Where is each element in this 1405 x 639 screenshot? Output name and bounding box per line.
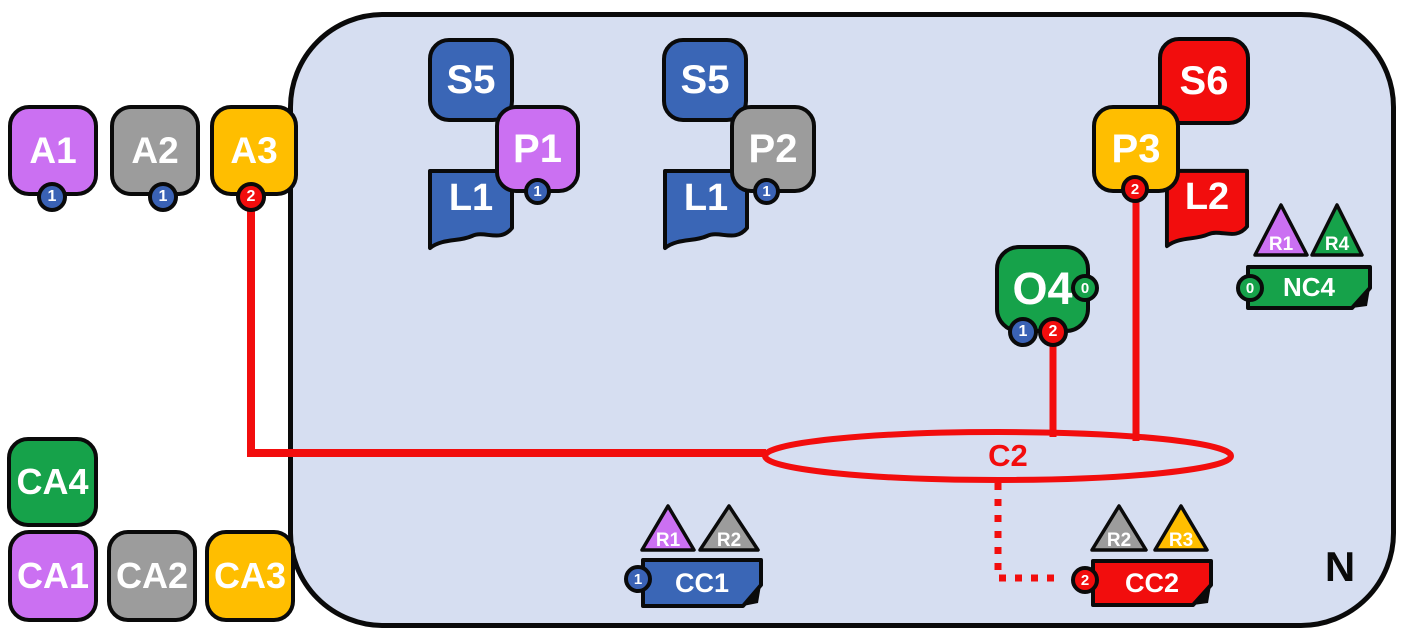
svg-text:R2: R2 bbox=[1107, 530, 1131, 551]
banner-fold bbox=[1352, 288, 1370, 308]
node-l1b: L1 bbox=[662, 168, 750, 252]
node-l1a-label: L1 bbox=[448, 176, 494, 219]
node-p2-badge: 1 bbox=[753, 178, 780, 205]
node-p1: P1 bbox=[495, 105, 580, 193]
node-l1a: L1 bbox=[427, 168, 515, 252]
node-p2: P2 bbox=[730, 105, 816, 193]
node-cc1-badge: 1 bbox=[624, 565, 652, 593]
node-p2-label: P2 bbox=[748, 126, 798, 171]
node-s5b: S5 bbox=[662, 38, 748, 122]
node-o4-badge-1: 1 bbox=[1008, 317, 1038, 347]
node-a3-label: A3 bbox=[230, 129, 278, 171]
node-a1-badge: 1 bbox=[37, 182, 67, 212]
node-p1-label: P1 bbox=[513, 126, 562, 171]
flag-shape bbox=[428, 169, 514, 250]
connector-c2-cc2-dotted bbox=[994, 483, 1062, 582]
banner-fold bbox=[1193, 585, 1211, 605]
resource-cc2-r2: R2 bbox=[1089, 502, 1149, 554]
flag-shape bbox=[1164, 168, 1250, 249]
svg-text:R1: R1 bbox=[1269, 234, 1294, 255]
node-o4: O4 bbox=[995, 245, 1090, 333]
node-l1b-label: L1 bbox=[683, 176, 729, 219]
triangle-shape bbox=[1153, 504, 1209, 552]
node-a2-badge: 1 bbox=[148, 182, 178, 212]
flag-shape bbox=[663, 169, 749, 250]
connector-a3-c2 bbox=[247, 207, 766, 457]
node-nc4-label: NC4 bbox=[1282, 272, 1335, 302]
resource-cc1-r2: R2 bbox=[697, 502, 761, 554]
node-cc1: CC1 bbox=[640, 557, 764, 609]
triangle-shape bbox=[698, 504, 760, 552]
boundary-n-label: N bbox=[1324, 543, 1356, 590]
node-a1-label: A1 bbox=[29, 129, 77, 171]
svg-text:R2: R2 bbox=[717, 530, 741, 551]
node-ca3: CA3 bbox=[205, 530, 295, 622]
triangle-shape bbox=[1253, 203, 1309, 257]
node-ca1: CA1 bbox=[8, 530, 98, 622]
resource-cc1-r1: R1 bbox=[639, 502, 697, 554]
node-cc2-badge: 2 bbox=[1071, 566, 1099, 594]
node-nc4: NC4 bbox=[1245, 264, 1373, 311]
triangle-shape bbox=[1310, 203, 1364, 257]
node-s5a: S5 bbox=[428, 38, 514, 122]
node-cc1-label: CC1 bbox=[674, 567, 729, 598]
node-a2: A2 bbox=[110, 105, 200, 196]
node-l2: L2 bbox=[1164, 167, 1250, 251]
resource-cc2-r3: R3 bbox=[1152, 502, 1210, 554]
node-p1-badge: 1 bbox=[524, 178, 551, 205]
node-ca4: CA4 bbox=[7, 437, 98, 527]
node-p3-label: P3 bbox=[1111, 126, 1161, 171]
node-o4-label: O4 bbox=[1012, 263, 1073, 314]
resource-nc4-r1: R1 bbox=[1252, 201, 1310, 259]
node-l2-label: L2 bbox=[1184, 175, 1230, 218]
svg-text:R1: R1 bbox=[656, 530, 681, 551]
collection-c2-label: C2 bbox=[988, 438, 1028, 473]
node-o4-badge-2: 2 bbox=[1038, 317, 1068, 347]
node-a3-badge: 2 bbox=[236, 182, 266, 212]
node-ca3-label: CA3 bbox=[213, 555, 287, 596]
resource-nc4-r4: R4 bbox=[1309, 201, 1365, 259]
collection-c2-ellipse bbox=[762, 429, 1234, 483]
node-a3: A3 bbox=[210, 105, 298, 196]
node-s6-label: S6 bbox=[1179, 58, 1229, 103]
node-s5a-label: S5 bbox=[446, 57, 496, 102]
svg-text:R4: R4 bbox=[1325, 234, 1350, 255]
node-cc2-label: CC2 bbox=[1124, 567, 1179, 598]
svg-text:R3: R3 bbox=[1169, 530, 1193, 551]
banner-fold bbox=[743, 585, 761, 606]
node-a2-label: A2 bbox=[131, 129, 179, 171]
node-s5b-label: S5 bbox=[680, 57, 730, 102]
node-ca4-label: CA4 bbox=[16, 461, 89, 502]
node-ca2-label: CA2 bbox=[115, 555, 189, 596]
node-cc2: CC2 bbox=[1090, 558, 1214, 608]
node-ca1-label: CA1 bbox=[16, 555, 90, 596]
node-nc4-badge: 0 bbox=[1236, 274, 1264, 302]
node-ca2: CA2 bbox=[107, 530, 197, 622]
node-p3-badge: 2 bbox=[1121, 175, 1149, 203]
triangle-shape bbox=[1090, 504, 1148, 552]
node-o4-badge-0: 0 bbox=[1071, 274, 1099, 302]
triangle-shape bbox=[640, 504, 696, 552]
